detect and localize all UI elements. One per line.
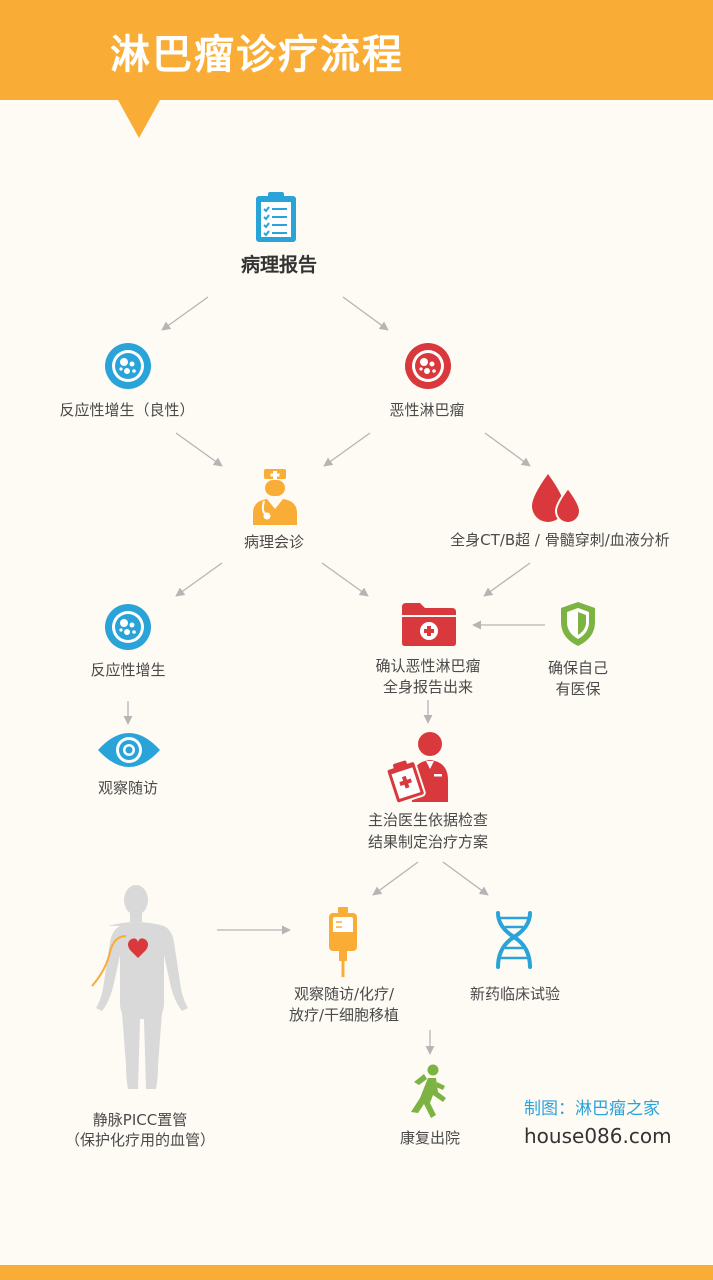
arrow-doctor-to-treatment: [373, 862, 418, 895]
arrow-reactive-to-consult: [176, 433, 222, 466]
physician-icon: [386, 730, 460, 804]
label-trial: 新药临床试验: [470, 984, 560, 1005]
arrow-report-to-reactive: [162, 297, 208, 330]
arrow-malignant-to-consult: [324, 433, 370, 466]
cell-icon: [104, 342, 152, 390]
label-malignant: 恶性淋巴瘤: [389, 400, 464, 421]
label-observe: 观察随访: [98, 778, 158, 799]
label-reactive-benign: 反应性增生（良性）: [59, 400, 194, 421]
footer-bar: [0, 1265, 713, 1280]
human-body-icon: [78, 882, 194, 1102]
credit-text: 制图：淋巴瘤之家: [524, 1094, 660, 1119]
arrow-doctor-to-trial: [443, 862, 488, 895]
label-pathology-report: 病理报告: [241, 255, 317, 276]
iv-bag-icon: [326, 906, 360, 978]
arrow-exams-to-confirm: [484, 563, 530, 596]
clipboard-icon: [254, 190, 298, 244]
running-person-icon: [410, 1064, 450, 1118]
medical-folder-icon: [400, 601, 458, 647]
label-confirm-line2: 全身报告出来: [383, 677, 473, 698]
label-confirm-line1: 确认恶性淋巴瘤: [375, 656, 480, 677]
label-doctor-line2: 结果制定治疗方案: [368, 832, 488, 853]
arrow-consult-to-confirm: [322, 563, 368, 596]
cell-icon: [404, 342, 452, 390]
arrow-malignant-to-exams: [485, 433, 530, 466]
label-picc-line1: 静脉PICC置管: [93, 1110, 187, 1131]
doctor-icon: [250, 467, 300, 527]
arrow-consult-to-reactive2: [176, 563, 222, 596]
cell-icon: [104, 603, 152, 651]
label-insurance-line2: 有医保: [555, 679, 600, 700]
shield-icon: [558, 600, 598, 648]
label-reactive: 反应性增生: [90, 660, 165, 681]
label-recovery: 康复出院: [400, 1128, 460, 1149]
label-treatment-line1: 观察随访/化疗/: [294, 984, 394, 1005]
site-url: house086.com: [524, 1124, 672, 1148]
label-consultation: 病理会诊: [244, 532, 304, 553]
label-treatment-line2: 放疗/干细胞移植: [289, 1005, 399, 1026]
blood-drop-icon: [530, 470, 582, 524]
label-insurance-line1: 确保自己: [548, 658, 608, 679]
label-doctor-line1: 主治医生依据检查: [368, 810, 488, 831]
label-exams: 全身CT/B超 / 骨髓穿刺/血液分析: [450, 530, 670, 551]
eye-icon: [96, 730, 162, 770]
arrow-report-to-malignant: [343, 297, 388, 330]
dna-icon: [492, 910, 536, 970]
label-picc-line2: （保护化疗用的血管）: [65, 1130, 215, 1151]
